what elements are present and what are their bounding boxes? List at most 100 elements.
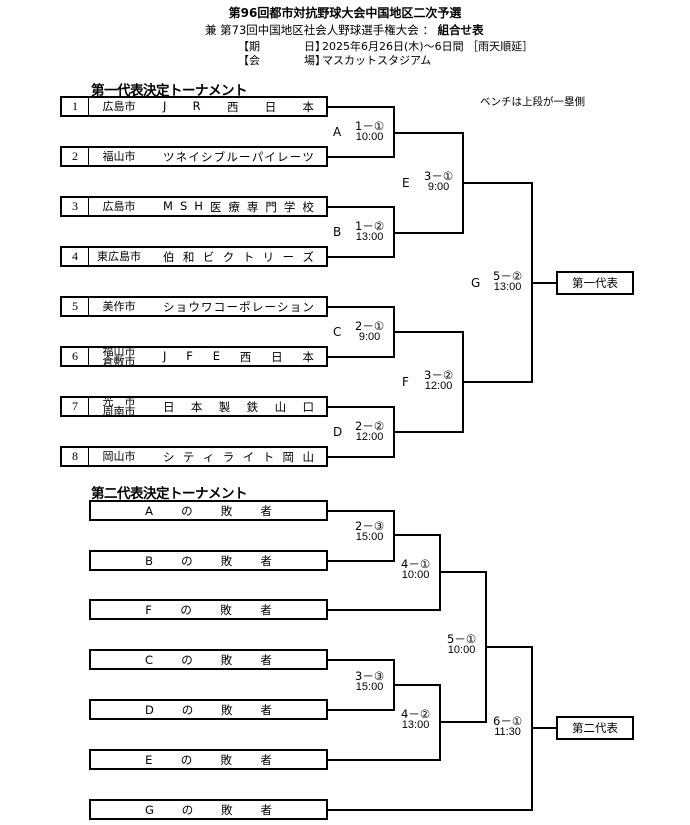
loser-entry: D の 敗 者 [89,699,328,720]
team-name-char: シ [163,449,175,464]
team-name-char: 本 [190,399,203,414]
team-name-char: 山 [302,449,314,464]
team-city: 広島市 [102,99,136,113]
team-name-char: J [163,348,167,363]
team-name-char: F [186,348,193,363]
loser-entry: A の 敗 者 [89,500,328,521]
date-value: 2025年6月26日(木)～6日間 ［雨天順延］ [322,40,534,53]
team-name-char: ラ [222,449,235,464]
team-name-char: ー [282,249,295,264]
team-city: 光 市 周南市 [89,396,149,418]
match-game: 4－① [401,557,431,571]
team-name-char: ー [289,149,302,164]
team-name-char: 製 [218,399,231,414]
loser-letter: F [145,602,152,617]
team-number: 6 [62,348,89,365]
loser-sha: 者 [260,802,273,817]
match-time: 12:00 [355,431,384,443]
match-g: 5－② 13:00 [493,269,523,293]
team-name-char: S [179,198,188,213]
match-id-c: C [333,325,342,339]
team-name-char: ョ [175,299,188,314]
match-game: 3－① [424,169,454,183]
match-game: 1－① [355,119,385,133]
team-name-char: H [194,198,203,213]
first-representative-box: 第一代表 [556,271,634,295]
loser-sha: 者 [260,752,272,767]
subtitle-prefix: 兼 第73回中国地区社会人野球選手権大会 ： [205,23,434,37]
loser-letter: A [145,503,153,518]
team-name-char: 校 [302,199,314,214]
loser-lose: 敗 [221,802,233,817]
team-name-char: 伯 [163,249,175,264]
loser-letter: D [144,702,154,717]
team-name-char: 本 [302,349,314,364]
match-time: 13:00 [355,231,384,243]
team-name-char: テ [182,449,195,464]
team-name-char: ト [262,449,275,464]
match-id-f: F [402,375,409,389]
match-4-2: 4－② 13:00 [401,708,430,731]
team-name-char: 鉄 [246,399,259,414]
team-name-char: リ [262,249,275,264]
team-name-char: J [163,98,167,113]
team-name-char: レ [277,149,289,164]
team-name-char: ー [264,299,276,314]
match-game: 2－① [355,319,385,333]
match-id-b: B [333,225,342,239]
team-name-char: 日 [264,99,277,114]
team-name-char: E [212,348,220,363]
team-row: 4 東広島市 伯 和 ビ ク ト リ ー ズ [60,246,328,267]
team-city-line: 周南市 [102,404,136,418]
team-name-char: イ [264,149,276,164]
team-name-char: 岡 [282,449,295,464]
team-name: J R 西 日 本 [149,99,326,115]
team-city-line: 倉敷市 [102,354,136,368]
loser-sha: 者 [260,553,272,568]
team-row: 2 福山市 ツ ネ イ シ ブ ル ー パ イ レ ー ツ [60,146,328,167]
team-row: 3 広島市 M S H 医 療 専 門 学 校 [60,196,328,217]
loser-lose: 敗 [221,702,233,717]
team-number: 5 [62,298,89,315]
loser-sha: 者 [260,652,272,667]
match-time: 9:00 [427,181,450,193]
team-name-char: 西 [239,349,252,364]
team-city: 岡山市 [102,449,136,463]
loser-no: の [181,503,193,518]
team-row: 7 光 市 周南市 日 本 製 鉄 山 口 [60,396,328,417]
match-game: 5－② [493,269,523,283]
loser-lose: 敗 [220,602,232,617]
match-time: 10:00 [355,131,384,143]
match-d: 2－② 12:00 [355,419,385,443]
loser-lose: 敗 [220,553,233,568]
loser-letter: B [145,553,153,568]
match-game: 3－② [424,368,454,382]
team-row: 6 福山市 倉敷市 J F E 西 日 本 [60,346,328,367]
team-number: 1 [62,98,89,115]
match-c: 2－① 9:00 [355,319,385,343]
team-city: 福山市 [102,149,136,163]
team-city-line: 福山市 [102,344,136,358]
loser-no: の [181,702,194,717]
match-e: 3－① 9:00 [424,169,454,193]
loser-letter: C [145,652,154,667]
match-id-e: E [402,176,410,190]
team-name-char: ト [242,249,255,264]
team-name-char: ー [226,299,238,314]
team-name-char: 西 [226,99,239,114]
team-row: 5 美作市 シ ョ ウ ワ コ ー ポ レ ー シ ョ ン [60,296,328,317]
loser-lose: 敗 [220,652,233,667]
second-representative-box: 第二代表 [556,716,634,740]
match-game: 3－③ [355,669,385,683]
loser-sha: 者 [260,503,272,518]
match-6-1: 6－① 11:30 [493,715,522,738]
match-game: 2－② [355,419,385,433]
team-name-char: ン [302,299,314,314]
team-name-char: コ [213,299,226,314]
loser-sha: 者 [260,602,272,617]
loser-lose: 敗 [220,503,233,518]
team-name-char: 山 [274,399,287,414]
team-city: 福山市 倉敷市 [89,344,149,368]
team-name-char: ブ [213,149,226,164]
match-game: 1－② [355,219,385,233]
